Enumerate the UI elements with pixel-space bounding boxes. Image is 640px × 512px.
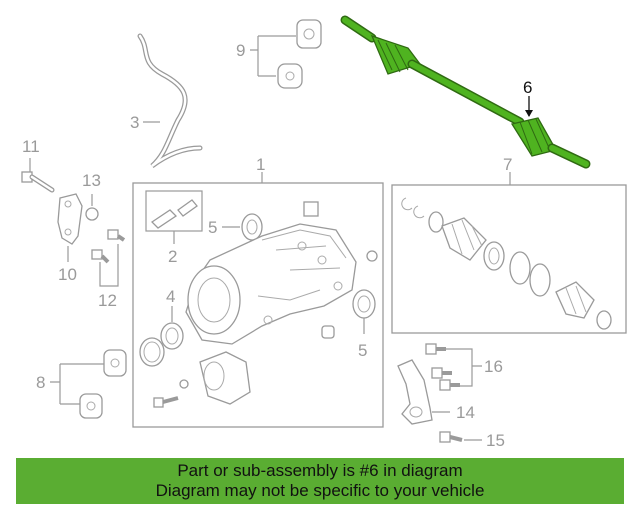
oil-seal-part-5-upper[interactable] [241, 213, 263, 241]
bushing-part-9-lower[interactable] [277, 63, 303, 89]
leader-line-9 [250, 35, 296, 77]
differential-case[interactable] [199, 351, 251, 405]
gasket-ring[interactable] [139, 337, 165, 367]
callout-5-lower: 5 [358, 341, 367, 360]
leader-line-16 [446, 348, 482, 387]
callout-2: 2 [168, 247, 177, 266]
bolts-part-12[interactable] [91, 229, 126, 264]
callout-1: 1 [256, 155, 265, 174]
bushing-part-8-lower[interactable] [79, 393, 103, 419]
bolt-small-right[interactable] [366, 250, 378, 262]
callout-16: 16 [484, 357, 503, 376]
bracket-part-14[interactable] [397, 359, 433, 425]
banner-line-part-number: Part or sub-assembly is #6 in diagram [177, 461, 463, 480]
callout-13: 13 [82, 171, 101, 190]
sensor-plugs-part-2[interactable] [150, 199, 198, 229]
cv-joint-kit-parts[interactable] [401, 197, 612, 330]
bolts-part-16[interactable] [425, 343, 460, 391]
callout-9: 9 [236, 41, 245, 60]
oil-seal-part-5-lower[interactable] [352, 289, 376, 319]
callout-6: 6 [523, 78, 532, 97]
cv-joint-kit-box-part-7 [391, 184, 627, 334]
bracket-part-10[interactable] [57, 193, 83, 245]
bushing-small[interactable] [321, 325, 335, 339]
callout-3: 3 [130, 113, 139, 132]
callout-10: 10 [58, 265, 77, 284]
exploded-parts-diagram: 6 9 3 11 13 [21, 15, 627, 450]
leader-line-12 [99, 244, 119, 287]
vent-hose-part-3[interactable] [137, 33, 203, 169]
differential-assembly-box-part-1 [132, 182, 384, 428]
banner-line-disclaimer: Diagram may not be specific to your vehi… [155, 481, 485, 500]
callout-11: 11 [22, 137, 40, 156]
callout-4: 4 [166, 287, 175, 306]
callout-7: 7 [503, 155, 512, 174]
seal-part-4[interactable] [160, 322, 184, 350]
callout-12: 12 [98, 291, 117, 310]
bolt-part-15[interactable] [439, 431, 463, 443]
arrow-6-icon [525, 110, 533, 117]
differential-housing[interactable] [185, 223, 357, 345]
bolt-part-11[interactable] [21, 171, 55, 193]
axle-shaft-part-6[interactable] [340, 15, 591, 169]
bushing-part-9-upper[interactable] [296, 19, 322, 49]
callout-8: 8 [36, 373, 45, 392]
plug[interactable] [303, 201, 319, 217]
nut-part-13[interactable] [85, 207, 99, 221]
leader-line-8 [50, 363, 104, 405]
callout-14: 14 [456, 403, 475, 422]
small-bolts[interactable] [153, 379, 189, 408]
callout-5-upper: 5 [208, 218, 217, 237]
bushing-part-8-upper[interactable] [103, 349, 127, 377]
info-banner: Part or sub-assembly is #6 in diagram Di… [16, 458, 624, 504]
callout-15: 15 [486, 431, 505, 450]
